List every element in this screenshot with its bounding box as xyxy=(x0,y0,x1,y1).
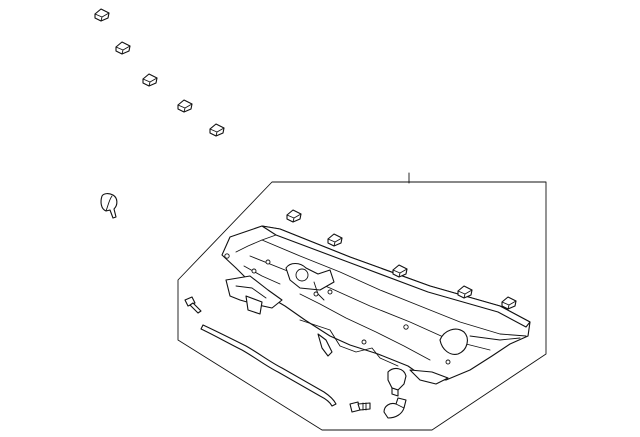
retainer-clip-4 xyxy=(177,99,193,113)
panel-clip-3 xyxy=(392,264,408,278)
cowl-panel xyxy=(221,225,531,385)
panel-clip-1 xyxy=(286,209,302,223)
panel-clip-5 xyxy=(501,296,517,310)
retainer-clip-1 xyxy=(94,8,110,22)
mounting-bolt xyxy=(349,401,371,413)
elbow-connector xyxy=(383,397,407,419)
retainer-clip-2 xyxy=(115,41,131,55)
weatherstrip-hose xyxy=(200,324,337,407)
retainer-clip-3 xyxy=(142,73,158,87)
seal-bumper xyxy=(100,193,118,219)
panel-clip-2 xyxy=(327,233,343,247)
push-pin-fastener xyxy=(184,296,202,314)
bottom-grommet xyxy=(387,367,407,397)
retainer-clip-5 xyxy=(209,123,225,137)
panel-clip-4 xyxy=(457,285,473,299)
assembly-frame xyxy=(177,181,547,431)
